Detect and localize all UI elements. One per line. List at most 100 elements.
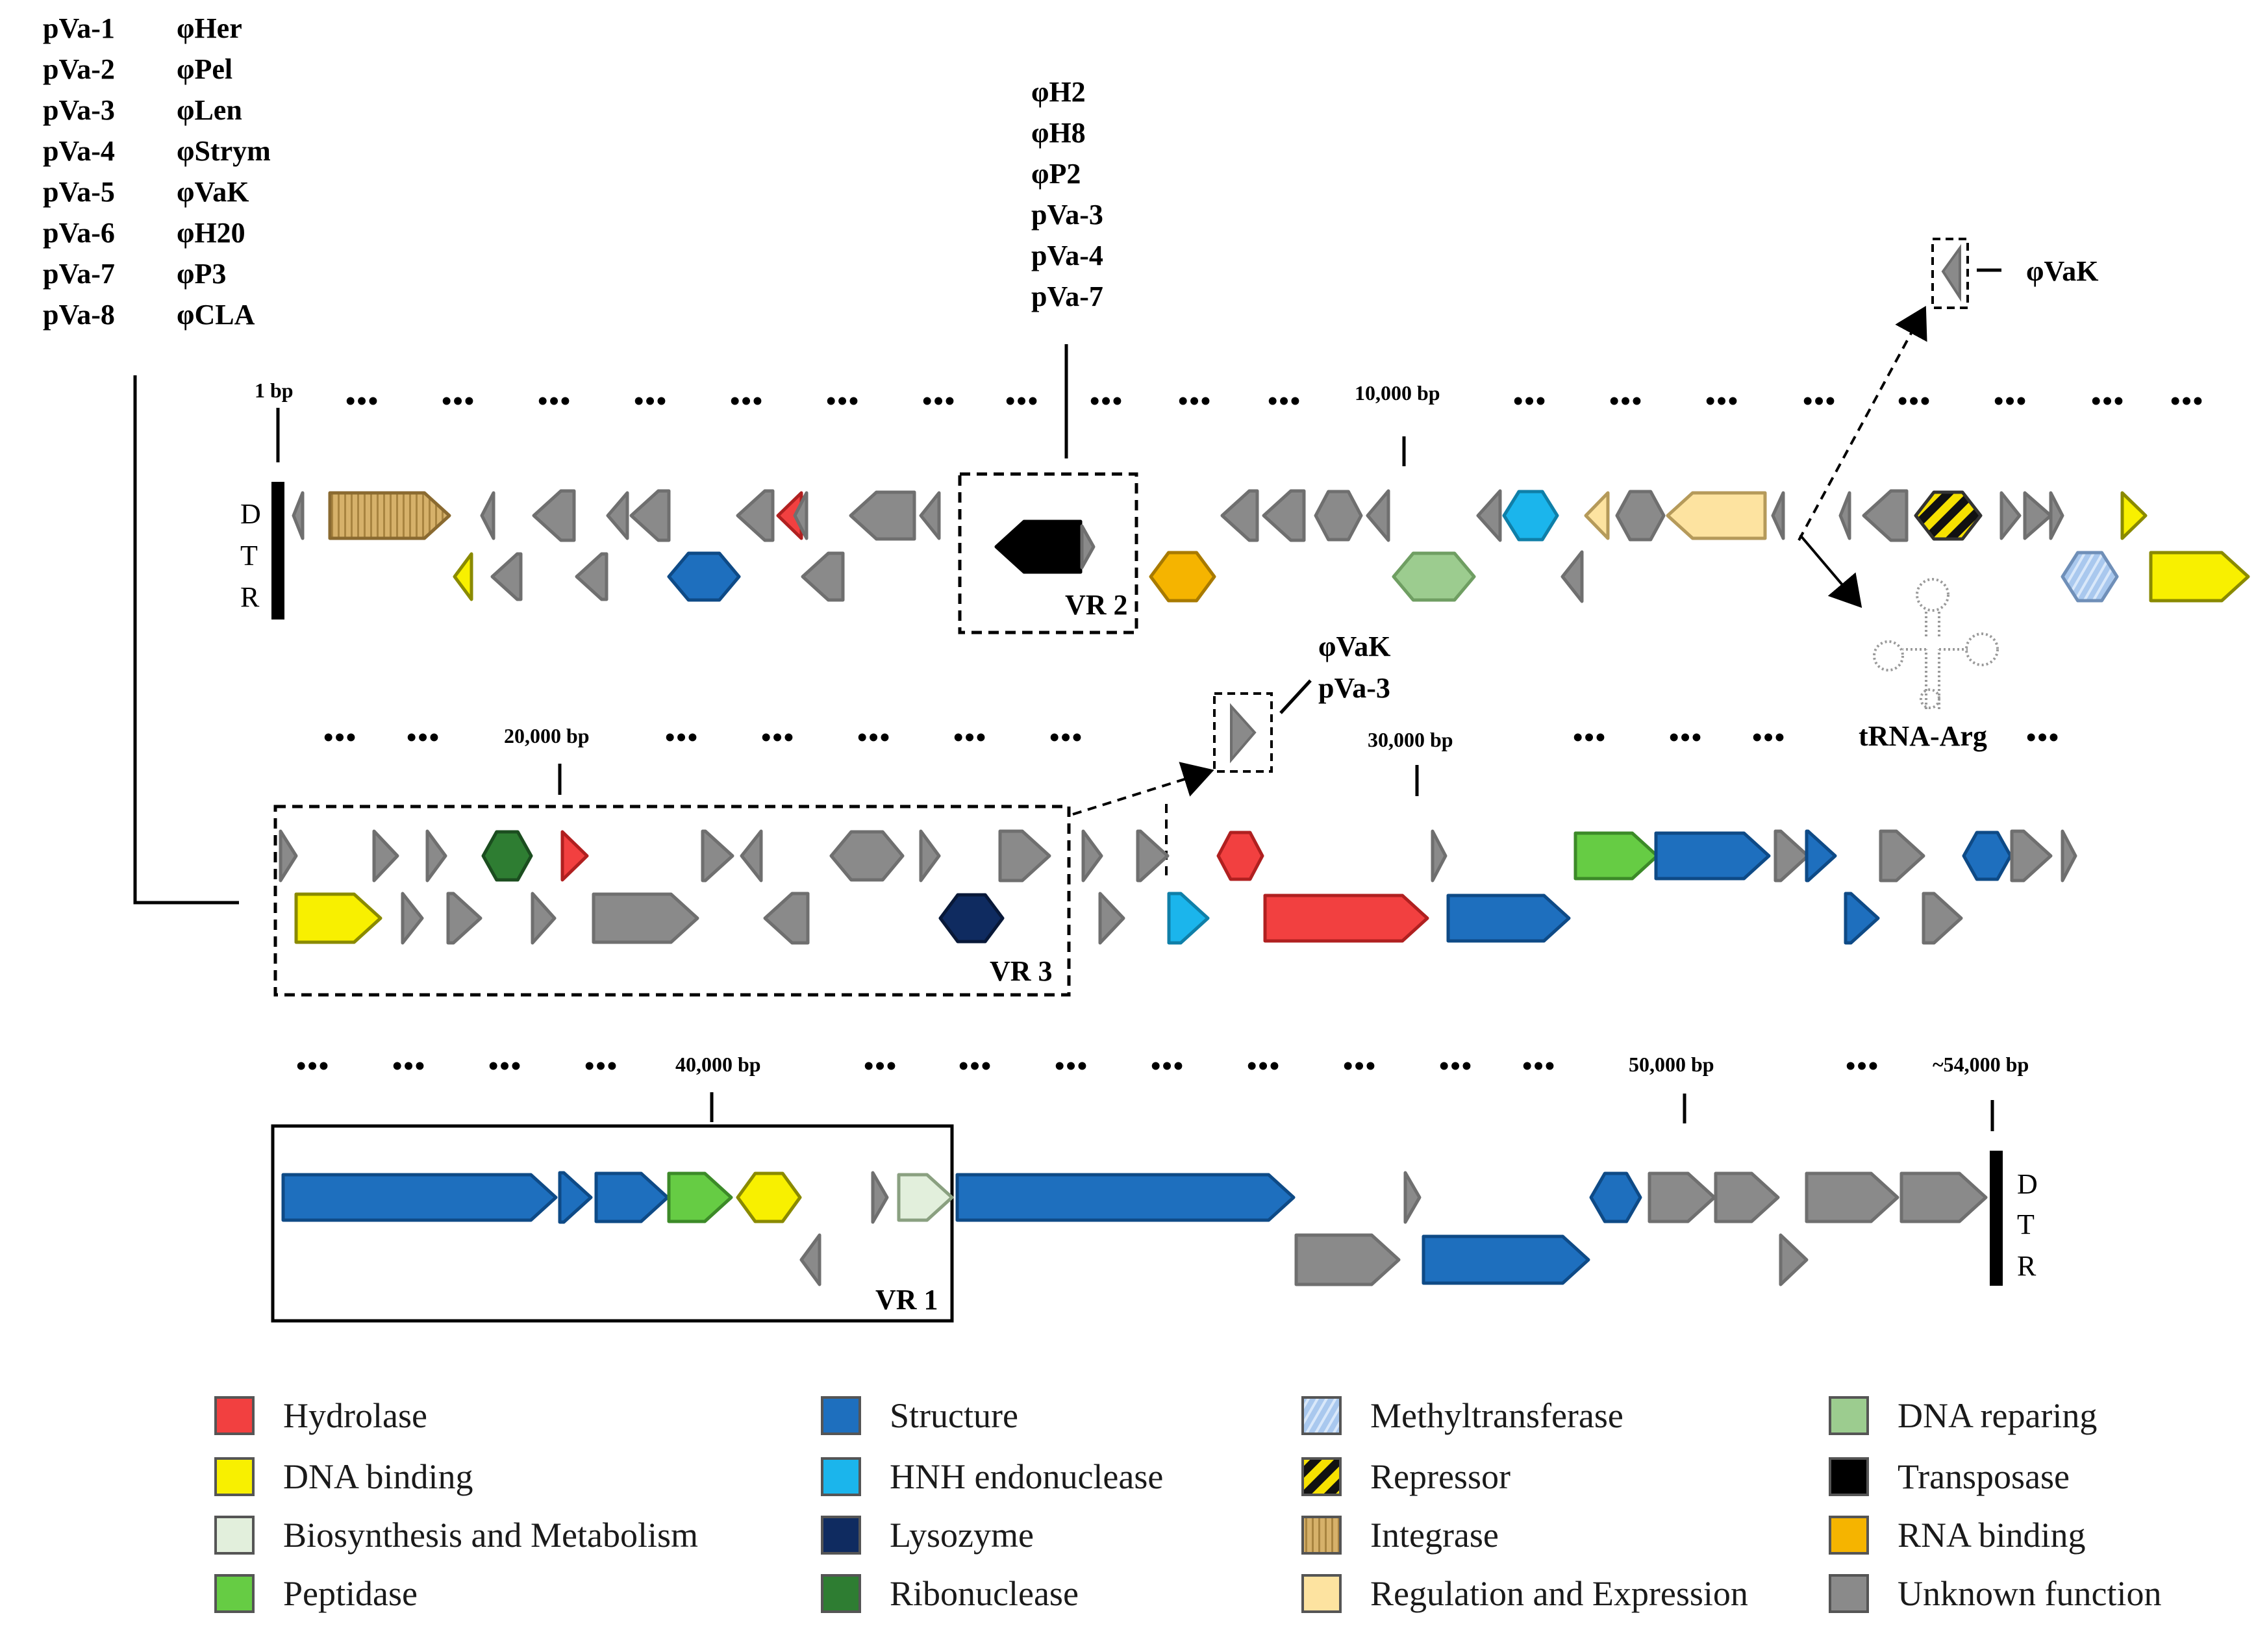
legend-swatch — [1829, 1396, 1869, 1435]
dtr-left-d: D — [240, 498, 261, 530]
gene-arrow — [401, 892, 424, 945]
gene-arrow — [667, 551, 741, 602]
legend-label: Methyltransferase — [1370, 1396, 1623, 1435]
gene-arrow — [1838, 491, 1851, 540]
ellipsis: ••• — [392, 1050, 426, 1082]
gene-arrow — [1167, 892, 1210, 945]
vak-mid-box — [1213, 692, 1273, 773]
gene-arrow — [2149, 551, 2250, 603]
gene-arrow — [1476, 489, 1502, 542]
gene-arrow — [740, 829, 763, 882]
ellipsis: ••• — [1609, 385, 1643, 417]
ellipsis: ••• — [1005, 385, 1039, 417]
ellipsis: ••• — [296, 1050, 330, 1082]
ellipsis-layer: ••• ••• ••• ••• ••• ••• ••• ••• ••• ••• ••• ••• ••• •… — [296, 385, 2204, 1082]
gene-arrow — [1962, 831, 2012, 881]
position-54k: ~54,000 bp — [1933, 1053, 2029, 1076]
dtr-right-d: D — [2017, 1168, 2038, 1200]
gene-arrow — [1914, 490, 1983, 541]
ellipsis: ••• — [761, 721, 795, 753]
legend-swatch — [214, 1396, 255, 1435]
phage-plasmid-list: pVa-1pVa-2pVa-3pVa-4pVa-5pVa-6pVa-7pVa-8… — [43, 12, 271, 331]
legend-swatch — [214, 1574, 255, 1613]
vak-mid-gene — [1230, 703, 1257, 764]
vr2-member-label: φH8 — [1031, 117, 1086, 149]
ellipsis: ••• — [1513, 385, 1547, 417]
gene-arrow — [1899, 1171, 1988, 1223]
gene-arrow — [667, 1171, 733, 1223]
position-10k: 10,000 bp — [1355, 381, 1440, 405]
trna-structure-icon — [1873, 578, 1999, 709]
legend-label: DNA binding — [283, 1457, 473, 1496]
plasmid-label: pVa-3 — [43, 94, 115, 126]
gene-arrow — [919, 829, 941, 882]
gene-arrow — [871, 1171, 889, 1224]
gene-arrow — [919, 491, 941, 540]
gene-arrow — [1392, 551, 1476, 602]
dtr-left: D T R — [240, 482, 284, 620]
gene-arrow — [481, 830, 533, 882]
gene-arrow — [1654, 831, 1771, 881]
legend-label: RNA binding — [1898, 1516, 2086, 1555]
gene-arrow — [1502, 490, 1559, 542]
gene-arrow — [938, 893, 1005, 944]
gene-arrow — [279, 829, 298, 882]
vak-top-gene — [1941, 244, 1961, 302]
gene-arrow — [1844, 892, 1880, 945]
vak-top-label: φVaK — [2026, 255, 2098, 287]
gene-arrow — [1805, 829, 1837, 882]
phage-label: φStrym — [177, 135, 271, 167]
ellipsis: ••• — [1573, 721, 1607, 753]
gene-arrow — [1216, 831, 1264, 881]
legend-label: Integrase — [1370, 1516, 1499, 1555]
ellipsis: ••• — [2091, 385, 2125, 417]
gene-arrow — [736, 1171, 802, 1223]
vak-mid-connector — [1279, 679, 1312, 714]
gene-arrow — [1560, 550, 1584, 603]
legend-swatch — [821, 1396, 861, 1435]
legend-swatch — [1301, 1457, 1342, 1496]
gene-arrow — [2061, 551, 2119, 603]
gene-arrow — [801, 551, 845, 602]
plasmid-label: pVa-2 — [43, 53, 115, 85]
gene-arrow — [1081, 829, 1103, 882]
dtr-right-r: R — [2017, 1250, 2037, 1282]
vr1-label: VR 1 — [875, 1284, 938, 1316]
gene-arrow — [1446, 894, 1571, 943]
position-40k: 40,000 bp — [675, 1053, 761, 1076]
gene-arrow — [799, 1233, 821, 1286]
ellipsis: ••• — [323, 721, 357, 753]
gene-arrow — [793, 491, 808, 540]
gene-arrow — [1294, 1233, 1401, 1286]
ellipsis: ••• — [959, 1050, 992, 1082]
dtr-bar-right — [1990, 1151, 2003, 1286]
ellipsis: ••• — [2170, 385, 2204, 417]
ellipsis: ••• — [1178, 385, 1212, 417]
legend-swatch — [214, 1516, 255, 1555]
phage-label: φHer — [177, 12, 242, 44]
vr3-label: VR 3 — [990, 955, 1053, 987]
gene-arrow — [372, 829, 399, 882]
gene-arrow — [1773, 829, 1810, 882]
legend-swatch — [821, 1516, 861, 1555]
ellipsis: ••• — [826, 385, 860, 417]
ellipsis: ••• — [953, 721, 987, 753]
phage-label: φCLA — [177, 299, 255, 331]
legend-swatch — [1829, 1574, 1869, 1613]
dtr-left-t: T — [240, 540, 258, 571]
phage-label: φP3 — [177, 258, 226, 290]
gene-arrow — [897, 1173, 954, 1222]
position-20k: 20,000 bp — [504, 724, 590, 747]
gene-arrow — [2010, 829, 2053, 882]
position-labels: 1 bp 10,000 bp 20,000 bp 30,000 bp 40,00… — [255, 379, 2029, 1131]
legend-swatch — [821, 1457, 861, 1496]
gene-arrow — [480, 491, 495, 540]
ellipsis: ••• — [1247, 1050, 1281, 1082]
gene-arrow — [281, 1173, 558, 1222]
vak-top-box — [1931, 238, 1969, 309]
position-30k: 30,000 bp — [1368, 728, 1453, 751]
gene-arrow — [736, 489, 775, 542]
gene-arrow — [1403, 1171, 1422, 1224]
phage-label: φVaK — [177, 176, 249, 208]
